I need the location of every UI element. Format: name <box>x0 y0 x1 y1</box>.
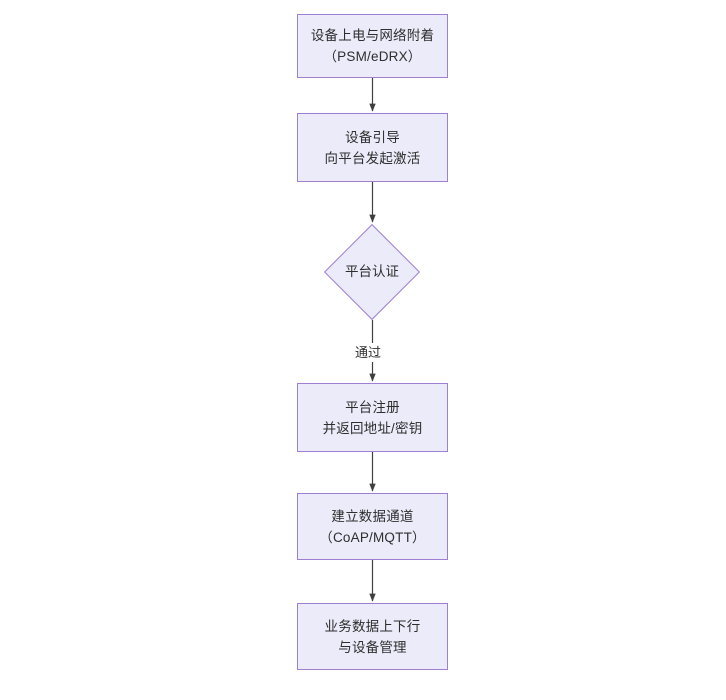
node-business-data-and-device-management[interactable]: 业务数据上下行 与设备管理 <box>297 603 448 670</box>
node-platform-register-return-address-key[interactable]: 平台注册 并返回地址/密钥 <box>297 383 448 452</box>
node-platform-authentication-decision[interactable]: 平台认证 <box>323 223 421 321</box>
node-device-bootstrap-activation[interactable]: 设备引导 向平台发起激活 <box>297 113 448 182</box>
node-label-channel: 建立数据通道 （CoAP/MQTT） <box>319 508 426 545</box>
node-label-power-attach: 设备上电与网络附着 （PSM/eDRX） <box>310 28 435 64</box>
edge-label-pass: 通过 <box>352 343 385 362</box>
node-device-power-on-network-attach[interactable]: 设备上电与网络附着 （PSM/eDRX） <box>297 14 448 78</box>
node-label-business: 业务数据上下行 与设备管理 <box>324 618 421 655</box>
node-label-platform-auth: 平台认证 <box>345 264 399 279</box>
node-label-bootstrap: 设备引导 向平台发起激活 <box>324 129 421 166</box>
node-establish-data-channel[interactable]: 建立数据通道 （CoAP/MQTT） <box>297 493 448 560</box>
node-label-register: 平台注册 并返回地址/密钥 <box>322 399 423 436</box>
